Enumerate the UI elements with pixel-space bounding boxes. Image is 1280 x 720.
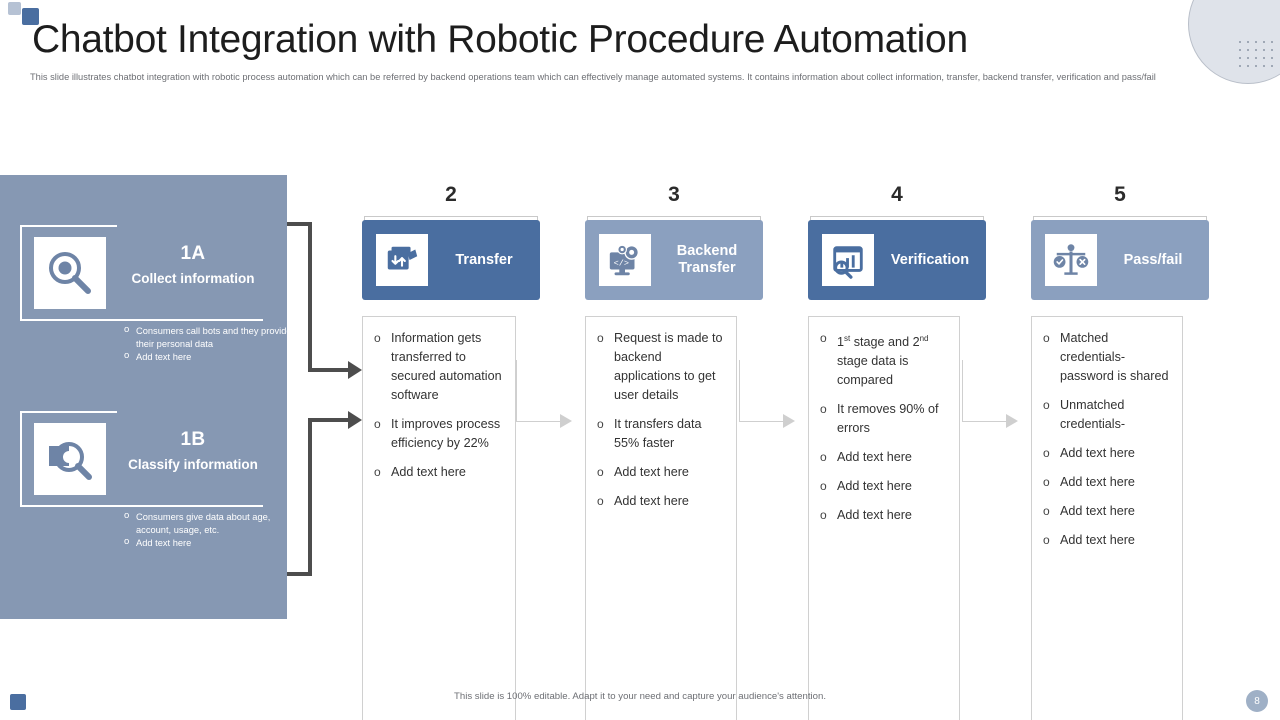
- list-item: Consumers give data about age, account, …: [120, 510, 308, 536]
- list-item: It removes 90% of errors: [819, 400, 951, 438]
- cap-tick-left: [364, 216, 365, 222]
- list-item: Matched credentials-password is shared: [1042, 329, 1174, 386]
- backend-gear-monitor-icon: </>: [599, 234, 651, 286]
- bracket-arm-to-col2-lower: [308, 418, 350, 422]
- step-5-label: Pass/fail: [1123, 251, 1183, 268]
- list-item: Add text here: [120, 350, 308, 364]
- decorative-dot-grid: [1236, 38, 1276, 72]
- cap-tick-left: [1033, 216, 1034, 222]
- list-item: Add text here: [1042, 444, 1174, 463]
- step-4-header-bar[interactable]: Verification: [808, 220, 986, 300]
- cap-rule: [1033, 216, 1207, 217]
- sidebar-card-1b-heading: 1B Classify information: [116, 429, 270, 472]
- cap-rule: [810, 216, 984, 217]
- magnifier-icon: [34, 237, 106, 309]
- logo-square-light: [8, 2, 21, 15]
- page-subtitle: This slide illustrates chatbot integrati…: [30, 72, 1156, 82]
- list-item: Consumers call bots and they provide the…: [120, 324, 308, 350]
- list-item: Add text here: [1042, 473, 1174, 492]
- logo-square-dark: [22, 8, 39, 25]
- document-magnifier-icon: [34, 423, 106, 495]
- list-item: Add text here: [1042, 502, 1174, 521]
- list-item: Add text here: [819, 477, 951, 496]
- card-left-rule: [20, 411, 22, 507]
- cap-tick-right: [537, 216, 538, 222]
- step-2-header-bar[interactable]: Transfer: [362, 220, 540, 300]
- svg-text:</>: </>: [614, 259, 629, 269]
- step-2-label: Transfer: [455, 251, 513, 268]
- step-4-label: Verification: [890, 251, 970, 268]
- bracket-arm-to-col2: [308, 368, 350, 372]
- cap-tick-left: [587, 216, 588, 222]
- balance-scale-icon: [1045, 234, 1097, 286]
- chart-magnifier-icon: [822, 234, 874, 286]
- list-item: It transfers data 55% faster: [596, 415, 728, 453]
- bracket-bottom-horizontal: [287, 572, 312, 576]
- card-bottom-rule: [20, 319, 263, 321]
- cap-tick-left: [810, 216, 811, 222]
- step-4-body: 1st stage and 2nd stage data is compared…: [808, 316, 960, 720]
- cap-rule: [364, 216, 538, 217]
- cap-tick-right: [983, 216, 984, 222]
- page-number-badge: 8: [1246, 690, 1268, 712]
- list-item-text: 1st stage and 2nd stage data is compared: [837, 334, 929, 388]
- step-4-number: 4: [891, 183, 903, 206]
- list-item: Unmatched credentials-: [1042, 396, 1174, 434]
- step-5-number: 5: [1114, 183, 1126, 206]
- card-bottom-rule: [20, 505, 263, 507]
- sidebar-card-1a-heading: 1A Collect information: [116, 243, 270, 286]
- step-3-label: Backend Transfer: [676, 243, 738, 276]
- cap-rule: [587, 216, 761, 217]
- cap-tick-right: [760, 216, 761, 222]
- step-5-header-bar[interactable]: Pass/fail: [1031, 220, 1209, 300]
- footer-note: This slide is 100% editable. Adapt it to…: [454, 691, 826, 702]
- bracket-vertical-lower: [308, 418, 312, 576]
- step-3-header-bar[interactable]: </> Backend Transfer: [585, 220, 763, 300]
- bottom-left-square: [10, 694, 26, 710]
- list-item: Add text here: [1042, 531, 1174, 550]
- sidebar-card-1a-label: Collect information: [131, 271, 255, 286]
- bracket-vertical: [308, 222, 312, 372]
- list-item: Request is made to backend applications …: [596, 329, 728, 405]
- sidebar-panel: 1A Collect information Consumers call bo…: [0, 175, 292, 619]
- arrowhead-to-col2-top: [348, 361, 362, 379]
- list-item: Information gets transferred to secured …: [373, 329, 507, 405]
- step-5-body: Matched credentials-password is shared U…: [1031, 316, 1183, 720]
- step-3-number: 3: [668, 183, 680, 206]
- step-2-number: 2: [445, 183, 457, 206]
- list-item: Add text here: [819, 448, 951, 467]
- card-left-rule: [20, 225, 22, 321]
- sidebar-card-1b-label: Classify information: [128, 457, 258, 472]
- list-item: It improves process efficiency by 22%: [373, 415, 507, 453]
- list-item: 1st stage and 2nd stage data is compared: [819, 329, 951, 390]
- sidebar-card-1b-number: 1B: [180, 429, 206, 450]
- transfer-files-icon: [376, 234, 428, 286]
- list-item: Add text here: [120, 536, 308, 550]
- card-top-rule: [20, 411, 117, 413]
- sidebar-card-1a-number: 1A: [180, 243, 206, 264]
- step-2-body: Information gets transferred to secured …: [362, 316, 516, 720]
- bracket-top-horizontal: [287, 222, 312, 226]
- cap-tick-right: [1206, 216, 1207, 222]
- sidebar-card-1b-bullets: Consumers give data about age, account, …: [120, 510, 308, 551]
- list-item: Add text here: [596, 492, 728, 511]
- card-top-rule: [20, 225, 117, 227]
- page-title: Chatbot Integration with Robotic Procedu…: [32, 18, 968, 61]
- arrowhead-to-col2-bottom: [348, 411, 362, 429]
- list-item: Add text here: [819, 506, 951, 525]
- sidebar-card-1a-bullets: Consumers call bots and they provide the…: [120, 324, 308, 365]
- list-item: Add text here: [373, 463, 507, 482]
- step-3-body: Request is made to backend applications …: [585, 316, 737, 720]
- list-item: Add text here: [596, 463, 728, 482]
